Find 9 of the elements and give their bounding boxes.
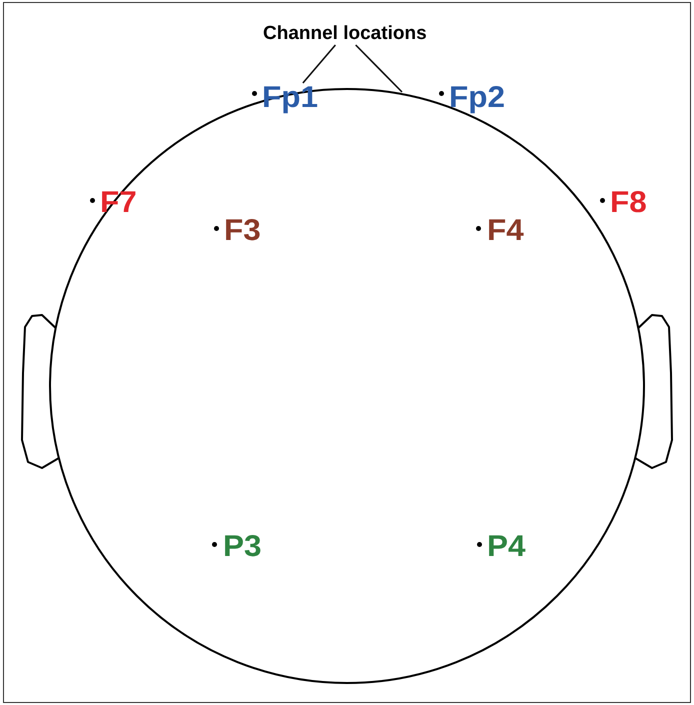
electrode-label: P3 [223,532,262,562]
electrode-label: Fp2 [449,83,505,113]
electrode-label: P4 [487,532,526,562]
electrode-label: F4 [487,216,524,246]
leader-line [355,44,403,93]
electrode-label: F8 [610,188,647,218]
electrode-label: F3 [224,216,261,246]
callout-label: Channel locations [263,23,427,45]
leader-line [302,44,336,84]
